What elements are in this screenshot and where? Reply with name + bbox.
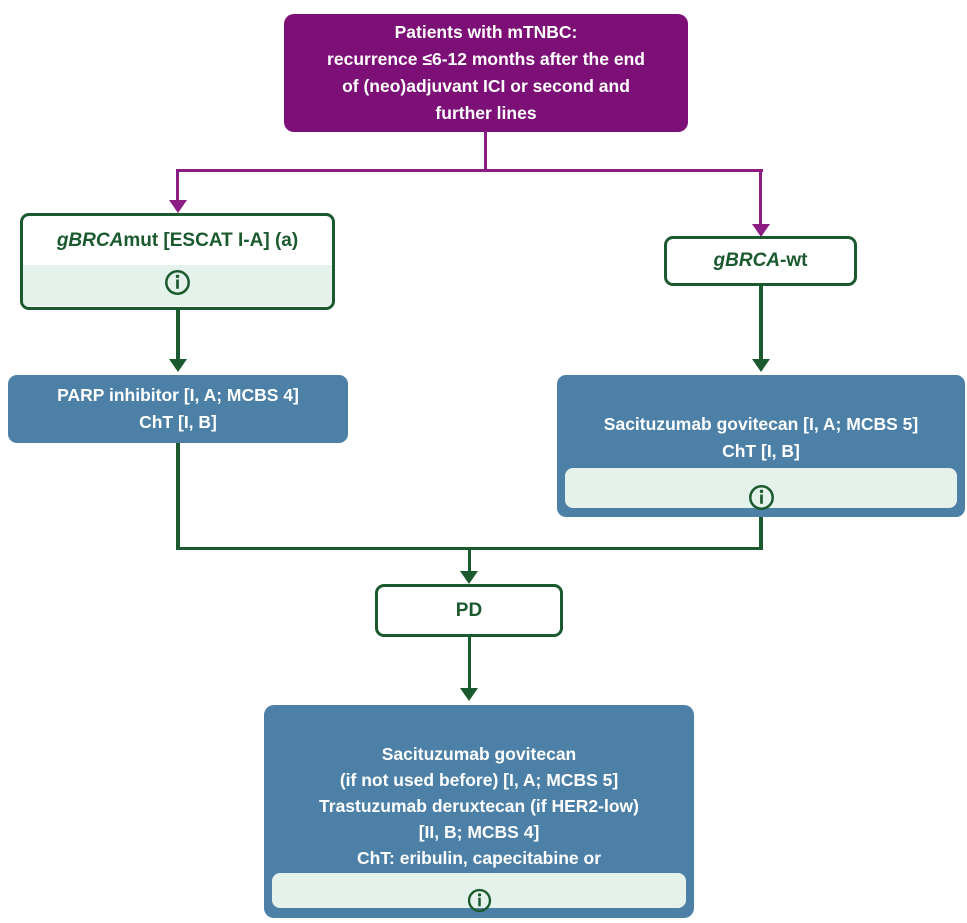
info-icon[interactable] [747, 456, 776, 520]
gbrca-wt-box: gBRCA-wt [664, 236, 857, 286]
pd-to-later-line [467, 637, 471, 689]
sacituzumab-govitecan-text: Sacituzumab govitecan [I, A; MCBS 5] ChT… [603, 414, 919, 461]
branch-horizontal-line [176, 169, 763, 172]
arrow-to-sg-icon [751, 359, 770, 372]
gbrca-wt-label-rest: -wt [780, 250, 808, 271]
gbrca-wt-label-italic: gBRCA [713, 250, 781, 271]
pd-box: PD [375, 584, 563, 637]
arrow-to-gbrca-mut-icon [168, 200, 187, 213]
sg-to-merge-line [759, 517, 763, 550]
info-icon[interactable] [466, 861, 493, 921]
gbrca-wt-to-sg-line [759, 286, 763, 360]
root-stem-line [484, 131, 487, 172]
merge-to-pd-line [467, 546, 471, 573]
arrow-to-later-icon [460, 688, 478, 701]
patients-mtnbc-box: Patients with mTNBC: recurrence ≤6-12 mo… [284, 14, 688, 132]
branch-right-line [759, 169, 762, 225]
sacituzumab-govitecan-box: Sacituzumab govitecan [I, A; MCBS 5] ChT… [557, 375, 965, 517]
gbrca-mut-label-italic: gBRCA [56, 229, 124, 251]
later-line-info-strip[interactable] [272, 873, 686, 912]
sacituzumab-info-strip[interactable] [565, 468, 957, 510]
gbrca-mut-info-strip[interactable] [23, 265, 332, 306]
arrow-to-gbrca-wt-icon [751, 224, 770, 237]
branch-left-line [176, 169, 179, 201]
patients-mtnbc-text: Patients with mTNBC: recurrence ≤6-12 mo… [327, 22, 645, 123]
pd-label: PD [455, 599, 483, 621]
gbrca-mut-to-parp-line [176, 310, 180, 360]
parp-inhibitor-text: PARP inhibitor [I, A; MCBS 4] ChT [I, B] [57, 385, 299, 432]
parp-to-merge-line [176, 443, 180, 550]
later-line-box: Sacituzumab govitecan (if not used befor… [264, 705, 694, 918]
arrow-to-parp-icon [168, 359, 187, 372]
parp-inhibitor-box: PARP inhibitor [I, A; MCBS 4] ChT [I, B] [8, 375, 348, 443]
arrow-to-pd-icon [460, 571, 478, 584]
info-icon[interactable] [163, 268, 192, 303]
gbrca-mut-label-rest: mut [ESCAT I-A] (a) [123, 229, 299, 251]
gbrca-wt-label: gBRCA-wt [714, 250, 808, 272]
